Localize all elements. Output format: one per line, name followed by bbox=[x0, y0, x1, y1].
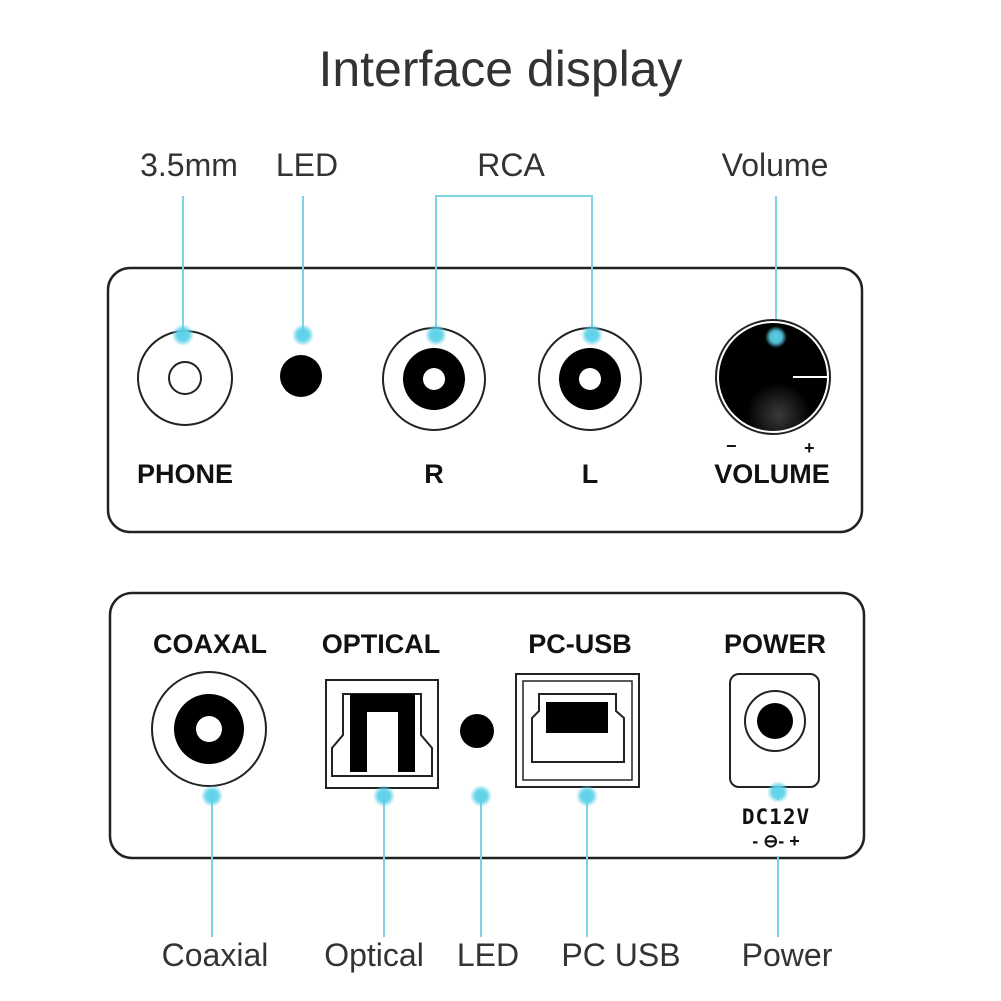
power-jack bbox=[729, 673, 820, 788]
label-l: L bbox=[581, 459, 599, 489]
usb-b-port bbox=[515, 673, 640, 788]
volume-knob bbox=[715, 319, 831, 435]
power-rating: DC12V bbox=[741, 805, 811, 829]
label-power: POWER bbox=[723, 629, 827, 659]
label-r: R bbox=[424, 459, 444, 489]
callout-pc-usb: PC USB bbox=[561, 937, 681, 973]
polarity-symbol: - ⊖- + bbox=[752, 831, 800, 851]
optical-port bbox=[325, 679, 439, 789]
volume-plus: + bbox=[804, 438, 815, 458]
label-phone: PHONE bbox=[136, 459, 234, 489]
callout-led-back: LED bbox=[456, 937, 520, 973]
callout-volume: Volume bbox=[721, 147, 829, 183]
callout-power: Power bbox=[741, 937, 833, 973]
callout-rca: RCA bbox=[477, 147, 545, 183]
label-optical: OPTICAL bbox=[321, 629, 441, 659]
callout-3-5mm: 3.5mm bbox=[140, 147, 238, 183]
back-led bbox=[460, 714, 494, 748]
callout-led-front: LED bbox=[275, 147, 339, 183]
volume-minus: − bbox=[726, 436, 737, 456]
front-led bbox=[280, 355, 322, 397]
callout-coaxial: Coaxial bbox=[161, 937, 269, 973]
label-volume: VOLUME bbox=[714, 459, 830, 489]
page-title: Interface display bbox=[318, 41, 683, 97]
callout-optical: Optical bbox=[324, 937, 424, 973]
label-pc-usb: PC-USB bbox=[528, 629, 632, 659]
label-coaxal: COAXAL bbox=[153, 629, 267, 659]
